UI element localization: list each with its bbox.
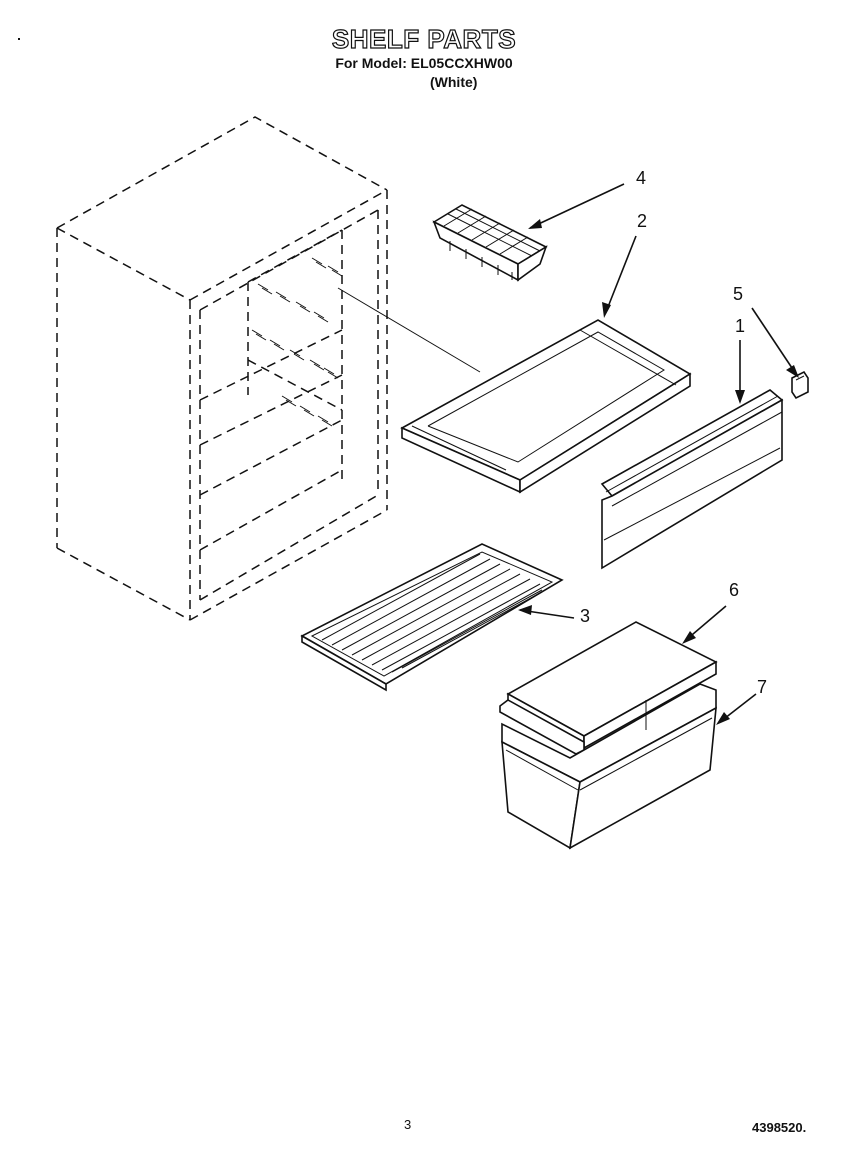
callout-5: 5 bbox=[733, 284, 744, 304]
glass-shelf-part bbox=[400, 319, 692, 494]
page-title: SHELF PARTS bbox=[331, 23, 517, 54]
arrowhead-5 bbox=[786, 365, 799, 378]
arrowhead-1 bbox=[735, 390, 745, 404]
arrowhead-7 bbox=[716, 712, 730, 725]
ice-cube-tray-part bbox=[432, 204, 548, 282]
page-number: 3 bbox=[404, 1117, 412, 1132]
callout-4: 4 bbox=[636, 168, 647, 188]
shelf-support-slots bbox=[251, 257, 343, 427]
arrowhead-2 bbox=[602, 302, 611, 318]
callout-2: 2 bbox=[637, 211, 648, 231]
arrowhead-4 bbox=[528, 219, 542, 229]
crisper-drawer-part bbox=[501, 683, 717, 850]
callout-6: 6 bbox=[729, 580, 740, 600]
leader-line-cabinet bbox=[337, 287, 481, 373]
leader-line-5 bbox=[751, 307, 797, 375]
shelf-trim-part bbox=[600, 389, 784, 570]
cabinet-outline bbox=[56, 116, 388, 621]
model-line: For Model: EL05CCXHW00 bbox=[335, 55, 513, 71]
arrowhead-6 bbox=[682, 631, 696, 644]
speck-mark bbox=[18, 38, 20, 40]
callout-1: 1 bbox=[735, 316, 746, 336]
wire-shelf-part bbox=[300, 543, 564, 692]
crisper-lid-part bbox=[499, 621, 718, 755]
color-variant: (White) bbox=[430, 74, 478, 90]
arrowhead-3 bbox=[518, 605, 532, 615]
document-number: 4398520. bbox=[752, 1120, 807, 1135]
callout-3: 3 bbox=[580, 606, 591, 626]
callout-7: 7 bbox=[757, 677, 768, 697]
clip-part bbox=[791, 370, 809, 400]
leader-line-2 bbox=[605, 235, 637, 313]
leader-line-4 bbox=[529, 183, 625, 229]
